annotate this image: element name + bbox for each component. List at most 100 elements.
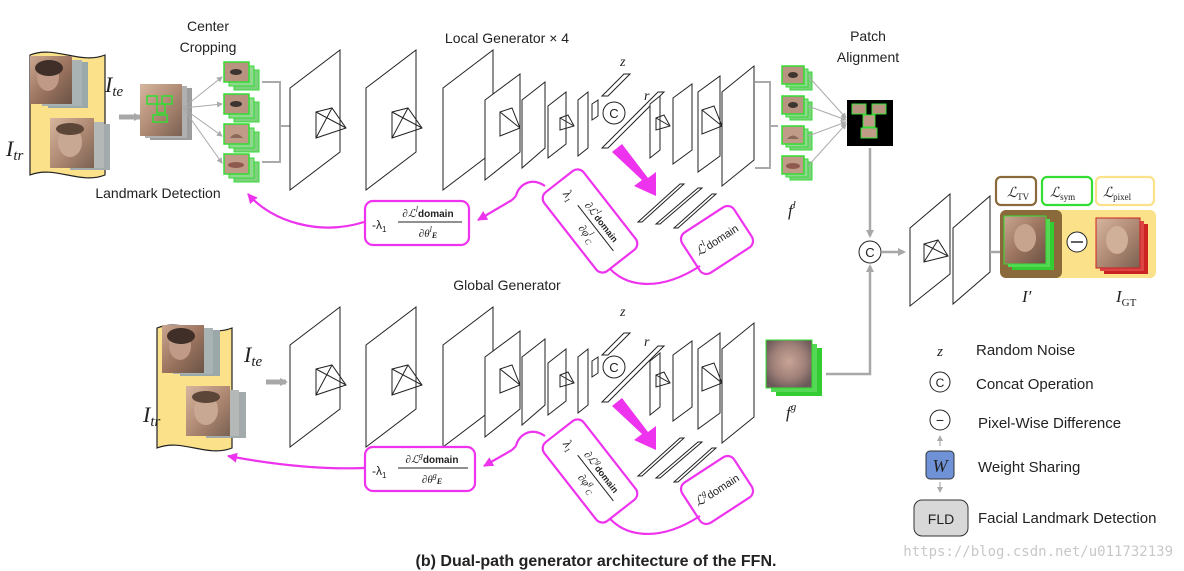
global-back-arrow: [227, 452, 365, 470]
global-concat: [602, 355, 626, 379]
global-r-bar: [600, 345, 666, 403]
global-grad-connector: [514, 430, 546, 447]
svg-text:C: C: [936, 376, 945, 390]
i-prime-face: [1003, 215, 1054, 270]
local-generator-title: Local Generator × 4: [445, 30, 569, 46]
global-enc-arrow: [483, 449, 513, 467]
fusion-concat: [858, 240, 882, 264]
global-r-label: r: [644, 335, 650, 350]
global-face-stack-te: [162, 325, 220, 376]
local-output-patches: [781, 65, 813, 181]
alignment-label: Alignment: [837, 49, 899, 65]
legend-difference-symbol: [929, 409, 951, 431]
face-stack-te: [30, 56, 88, 108]
legend-z-symbol: z: [936, 344, 943, 360]
svg-text:ℒTV: ℒTV: [1007, 186, 1030, 202]
local-domain-arrow: [612, 144, 656, 196]
local-output-bracket: [755, 81, 778, 169]
svg-text:FLD: FLD: [928, 511, 954, 527]
local-input-frame: [29, 51, 110, 179]
legend-concat-operation: Concat Operation: [976, 376, 1094, 393]
local-noise-z: [600, 73, 632, 97]
fusion-concat-c: C: [865, 245, 874, 260]
legend-weight-sharing: Weight Sharing: [978, 459, 1080, 476]
global-decoder: [649, 321, 755, 445]
patch-merge-left: [262, 81, 290, 163]
global-encoder-grad-box: -λ1 ∂ℒgdomain ∂θgE: [363, 445, 477, 493]
local-decoder: [649, 64, 755, 188]
legend-random-noise: Random Noise: [976, 342, 1075, 359]
local-concat: [602, 101, 626, 125]
alignment-arrows: [807, 75, 847, 167]
global-generator-title: Global Generator: [453, 277, 561, 293]
svg-text:-λ1: -λ1: [372, 218, 387, 234]
legend-facial-landmark: Facial Landmark Detection: [978, 510, 1156, 527]
fusion-network: [909, 192, 991, 308]
global-output-face: [765, 339, 822, 396]
local-domain-classifier: [636, 183, 718, 229]
global-domain-classifier: [636, 437, 718, 483]
global-encoder: [289, 305, 599, 449]
svg-text:−: −: [936, 412, 944, 428]
local-z-label: z: [619, 55, 626, 70]
cropped-patches: [223, 61, 260, 183]
svg-text:W: W: [933, 456, 950, 476]
local-f-label: fl: [788, 199, 796, 220]
svg-text:∂θgE: ∂θgE: [422, 471, 442, 486]
legend-weight-symbol: [925, 450, 955, 480]
i-te-label-local: Ite: [104, 72, 123, 100]
landmark-face: [140, 84, 192, 140]
figure-caption: (b) Dual-path generator architecture of …: [416, 553, 777, 570]
global-grad-classifier-box: λ1 ∂ℒgdomain ∂φgC: [541, 418, 639, 524]
local-loss-domain-box: ℒldomain: [679, 204, 755, 276]
global-to-fusion-arrow: [826, 264, 874, 376]
i-tr-label-global: Itr: [142, 402, 160, 430]
loss-pixel-box: ℒpixel: [1094, 175, 1156, 207]
local-encoder: [289, 48, 599, 192]
local-r-label: r: [644, 89, 650, 104]
loss-tv-box: ℒTV: [994, 175, 1038, 207]
local-r-bar: [600, 91, 666, 149]
i-prime-label: I′: [1021, 287, 1032, 306]
global-f-label: fg: [786, 401, 797, 422]
global-noise-z: [600, 332, 632, 356]
svg-text:∂θlE: ∂θlE: [419, 225, 437, 240]
svg-text:∂φgC: ∂φgC: [574, 470, 601, 497]
legend-fld-symbol: [913, 499, 969, 537]
legend: z Random Noise C Concat Operation − Pixe…: [913, 342, 1156, 537]
global-input-frame: [156, 324, 246, 452]
i-gt-label: IGT: [1115, 287, 1137, 309]
local-encoder-grad-box: -λ1 ∂ℒldomain ∂θlE: [363, 199, 471, 247]
svg-text:ℒpixel: ℒpixel: [1103, 186, 1132, 202]
global-face-stack-tr: [186, 386, 246, 438]
patch-label: Patch: [850, 28, 886, 44]
svg-text:∂ℒldomain: ∂ℒldomain: [402, 205, 453, 220]
global-concat-c: C: [609, 360, 618, 375]
aligned-face: [847, 100, 893, 146]
crop-arrows: [182, 76, 223, 164]
landmark-detection-label: Landmark Detection: [95, 185, 220, 201]
legend-concat-symbol: [929, 371, 951, 393]
local-concat-c: C: [609, 106, 618, 121]
i-te-label-global: Ite: [243, 342, 262, 370]
svg-text:-λ1: -λ1: [372, 464, 387, 480]
i-gt-face: [1095, 217, 1148, 274]
local-back-arrow: [247, 193, 365, 229]
center-label: Center: [187, 18, 229, 34]
svg-text:∂ℒgdomain: ∂ℒgdomain: [406, 451, 459, 466]
local-grad-classifier-box: λ1 ∂ℒldomain ∂φlC: [541, 168, 639, 274]
global-loss-domain-box: ℒgdomain: [679, 454, 755, 526]
local-enc-arrow: [477, 199, 513, 221]
global-domain-arrow: [612, 398, 656, 450]
global-z-label: z: [619, 305, 626, 320]
watermark: https://blog.csdn.net/u011732139: [903, 544, 1173, 560]
cropping-label: Cropping: [180, 39, 237, 55]
loss-sym-box: ℒsym: [1040, 175, 1094, 207]
local-grad-connector: [514, 180, 546, 197]
legend-pixel-difference: Pixel-Wise Difference: [978, 415, 1121, 432]
face-stack-tr: [50, 118, 110, 170]
svg-text:ℒsym: ℒsym: [1050, 186, 1075, 202]
svg-text:∂φlC: ∂φlC: [574, 221, 600, 247]
i-tr-label-local: Itr: [5, 136, 23, 164]
